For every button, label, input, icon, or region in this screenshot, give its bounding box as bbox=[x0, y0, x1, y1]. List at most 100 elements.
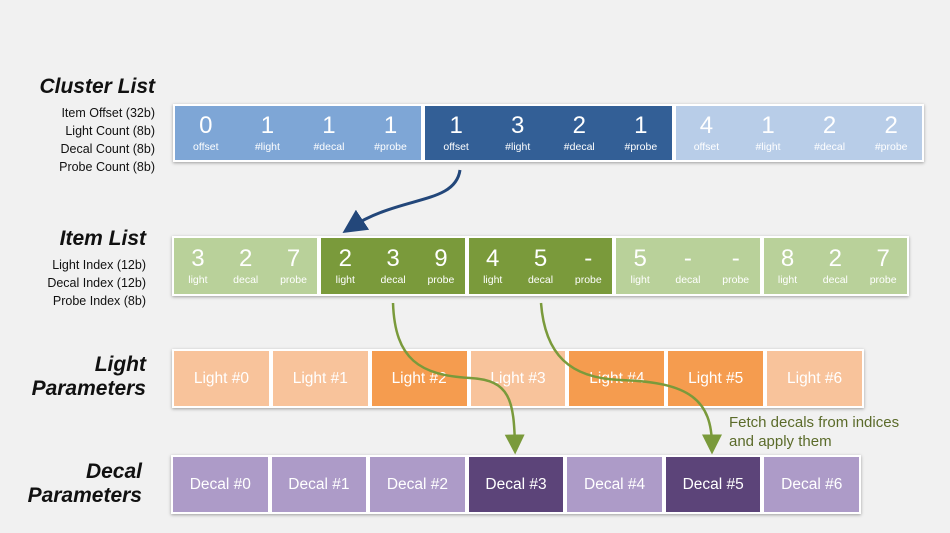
cell-value: 8 bbox=[780, 245, 795, 272]
cell-caption: probe bbox=[427, 274, 455, 286]
list-cell: 8 light bbox=[764, 238, 812, 294]
cell-value: - bbox=[683, 245, 692, 272]
decal-parameter: Decal #6 bbox=[762, 455, 862, 514]
decal-parameters-title-line1: Decal bbox=[85, 460, 142, 483]
cell-caption: light bbox=[483, 274, 503, 286]
cell-value: 1 bbox=[383, 112, 398, 139]
cell-caption: #probe bbox=[624, 141, 658, 153]
field-label: Light Index (12b) bbox=[52, 258, 146, 272]
cell-value: 2 bbox=[828, 245, 842, 272]
decal-parameter: Decal #5 bbox=[663, 455, 763, 514]
list-cell: 1#light bbox=[237, 106, 299, 160]
fetch-decals-note: Fetch decals from indices and apply them bbox=[729, 413, 899, 451]
note-line2: and apply them bbox=[729, 433, 832, 450]
note-line1: Fetch decals from indices bbox=[729, 414, 900, 431]
cell-value: 3 bbox=[191, 245, 205, 272]
cell-caption: decal bbox=[380, 274, 406, 286]
decal-parameter: Decal #0 bbox=[171, 455, 270, 514]
cell-value: 4 bbox=[486, 245, 500, 272]
cell-caption: decal bbox=[822, 274, 848, 286]
cell-value: 1 bbox=[449, 112, 463, 139]
cell-caption: offset bbox=[443, 141, 469, 153]
cluster-list-title: Cluster List bbox=[39, 75, 155, 98]
list-cell: 2#decal bbox=[548, 106, 610, 160]
cell-value: 2 bbox=[239, 245, 253, 272]
cluster-list-field-labels: Item Offset (32b) Light Count (8b) Decal… bbox=[59, 104, 155, 176]
list-cell: 1#decal bbox=[298, 106, 360, 160]
cell-value: 2 bbox=[822, 112, 837, 139]
cell-caption: probe bbox=[722, 274, 750, 286]
field-label: Item Offset (32b) bbox=[61, 106, 155, 120]
list-cell: - decal bbox=[664, 238, 712, 294]
light-parameter: Light #0 bbox=[172, 349, 271, 408]
list-cell: 2 #decal bbox=[799, 106, 861, 160]
cell-value: 1 bbox=[322, 112, 336, 139]
item-list-field-labels: Light Index (12b) Decal Index (12b) Prob… bbox=[47, 256, 146, 310]
decal-parameters-title-line2: Parameters bbox=[27, 484, 142, 507]
list-cell: 2#probe bbox=[860, 106, 922, 160]
item-list-title: Item List bbox=[59, 227, 146, 250]
cell-caption: decal bbox=[233, 274, 259, 286]
field-label: Probe Count (8b) bbox=[59, 160, 155, 174]
cell-caption: offset bbox=[693, 141, 720, 153]
list-cell: 4 light bbox=[469, 238, 517, 294]
list-cell: 2 light bbox=[321, 238, 369, 294]
cell-group: 5 light - decal - probe bbox=[614, 236, 762, 296]
decal-parameter: Decal #1 bbox=[269, 455, 369, 514]
field-label: Light Count (8b) bbox=[65, 124, 155, 138]
list-cell: 1#light bbox=[737, 106, 799, 160]
cell-caption: light bbox=[630, 274, 650, 286]
cell-caption: light bbox=[335, 274, 355, 286]
cell-value: 7 bbox=[876, 245, 890, 272]
cell-value: - bbox=[584, 245, 593, 272]
cell-caption: light bbox=[777, 274, 798, 286]
offset-arrow bbox=[342, 169, 462, 233]
decal-parameter: Decal #3 bbox=[466, 455, 566, 514]
cell-caption: offset bbox=[193, 141, 219, 153]
cell-caption: decal bbox=[675, 274, 701, 286]
cell-value: 5 bbox=[533, 245, 548, 272]
decal-parameter: Decal #2 bbox=[368, 455, 467, 514]
cell-caption: probe bbox=[280, 274, 307, 286]
light-parameter: Light #5 bbox=[666, 349, 766, 408]
cell-caption: #decal bbox=[814, 141, 846, 153]
field-label: Decal Index (12b) bbox=[47, 276, 146, 290]
cell-caption: decal bbox=[527, 274, 554, 286]
cell-group: 3 light 2 decal 7 probe bbox=[172, 236, 320, 296]
list-cell: 5 light bbox=[616, 238, 664, 294]
decal-parameter: Decal #4 bbox=[565, 455, 664, 514]
list-cell: 3 light bbox=[174, 238, 222, 294]
list-cell: 2 decal bbox=[811, 238, 859, 294]
cell-value: 5 bbox=[633, 245, 647, 272]
light-parameter: Light #2 bbox=[369, 349, 469, 408]
list-cell: -probe bbox=[564, 238, 612, 294]
cell-value: 3 bbox=[511, 112, 525, 139]
list-cell: 3#light bbox=[487, 106, 549, 160]
list-cell: 1 offset bbox=[425, 106, 487, 160]
cell-value: 2 bbox=[572, 112, 586, 139]
light-parameters-title: Light Parameters bbox=[32, 353, 146, 401]
cell-caption: probe bbox=[869, 274, 897, 286]
cell-value: 2 bbox=[338, 245, 352, 272]
cell-caption: light bbox=[188, 274, 208, 286]
light-parameters-title-line2: Parameters bbox=[31, 377, 146, 400]
light-parameter: Light #3 bbox=[468, 349, 568, 408]
list-cell: 2 decal bbox=[222, 238, 270, 294]
cell-value: 1 bbox=[761, 112, 775, 139]
cell-value: 1 bbox=[260, 112, 275, 139]
cell-value: 0 bbox=[199, 112, 213, 139]
cell-group: 8 light 2 decal 7 probe bbox=[761, 236, 910, 296]
cell-value: 7 bbox=[286, 245, 301, 272]
list-cell: 7 probe bbox=[859, 238, 907, 294]
cell-value: - bbox=[731, 245, 740, 272]
list-cell: 7 probe bbox=[270, 238, 318, 294]
